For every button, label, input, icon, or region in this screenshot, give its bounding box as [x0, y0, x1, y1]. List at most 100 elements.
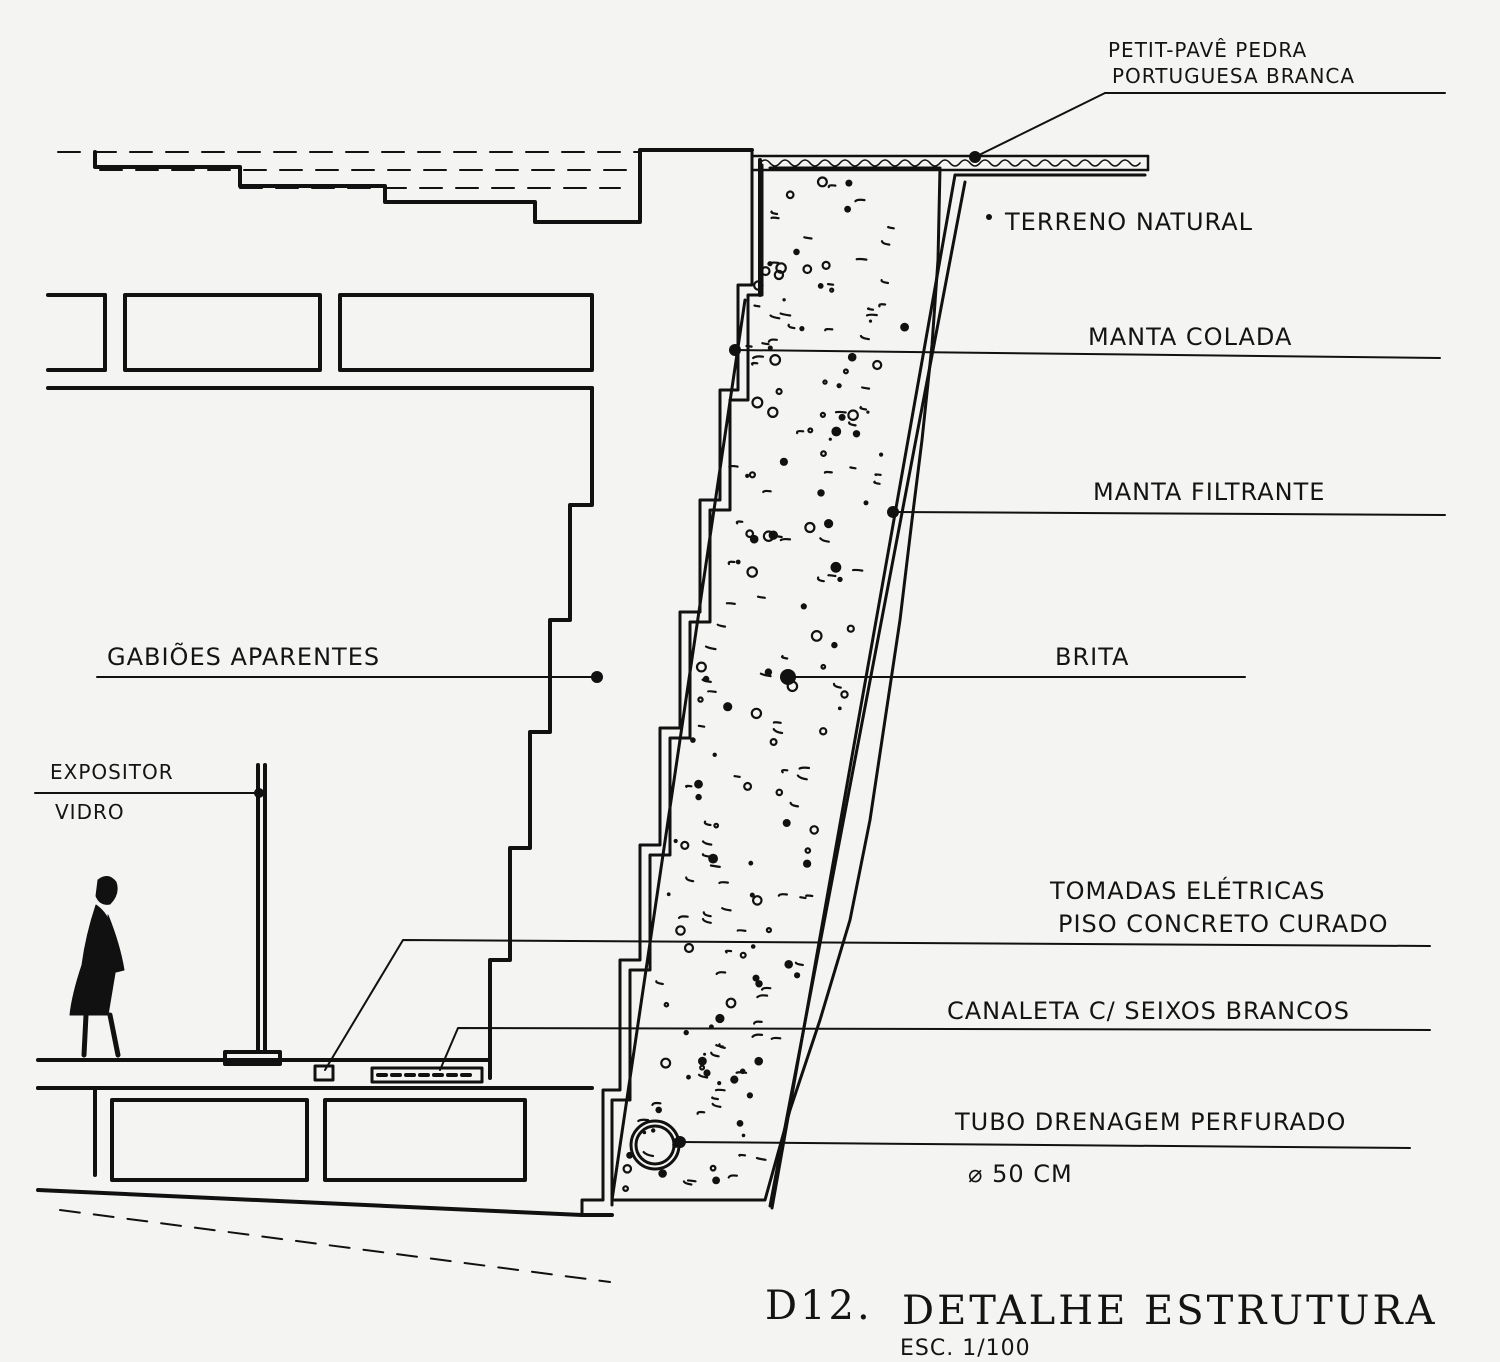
gravel-speck — [712, 1176, 720, 1185]
gravel-speck — [712, 752, 717, 757]
label-petit-pave-line1: PETIT-PAVÊ PEDRA — [1108, 38, 1308, 62]
gravel-speck — [701, 840, 713, 846]
gravel-speck — [698, 1056, 707, 1066]
gravel-speck — [849, 466, 857, 470]
gravel-speck — [695, 793, 702, 801]
gravel-speck — [782, 819, 791, 827]
gravel-speck — [803, 859, 812, 868]
gravel-speck — [802, 264, 813, 275]
gabion-wall — [488, 386, 594, 1080]
gravel-speck — [769, 737, 778, 746]
gravel-speck — [846, 624, 855, 633]
gravel-speck — [880, 279, 890, 285]
gravel-speck — [852, 430, 861, 438]
upper-slab — [46, 293, 594, 390]
gravel-speck — [697, 1073, 709, 1079]
gravel-speck — [683, 1029, 689, 1036]
gravel-speck — [703, 1052, 707, 1056]
gravel-speck — [725, 602, 736, 605]
gravel-speck — [800, 603, 807, 610]
gravel-speck — [660, 1057, 672, 1069]
gravel-speck — [761, 986, 772, 991]
gravel-speck — [727, 1174, 738, 1179]
gravel-speck — [735, 520, 744, 525]
label-diametro: ⌀ 50 CM — [968, 1160, 1073, 1188]
gravel-speck — [829, 287, 835, 293]
gravel-speck — [710, 1051, 720, 1058]
drainage-pipe — [629, 1119, 681, 1171]
gravel-speck — [764, 668, 773, 676]
gravel-speck — [775, 262, 787, 274]
gravel-speck — [745, 344, 753, 348]
gravel-speck — [755, 980, 763, 988]
gravel-speck — [701, 853, 711, 858]
gravel-speck — [735, 559, 741, 565]
fill-boundaries — [610, 166, 1147, 1210]
gravel-speck — [767, 406, 779, 418]
gravel-speck — [770, 210, 779, 216]
gravel-speck — [752, 355, 765, 360]
gravel-speck — [723, 702, 733, 712]
gravel-speck — [795, 429, 805, 435]
gravel-speck — [819, 537, 830, 543]
gravel-speck — [880, 240, 891, 246]
gravel-speck — [859, 334, 870, 341]
gravel-speck — [677, 915, 689, 919]
title-code: D12. — [765, 1283, 873, 1329]
gravel-speck — [824, 327, 834, 332]
gravel-speck — [716, 623, 727, 628]
gravel-speck — [666, 892, 671, 897]
gravel-speck — [779, 457, 789, 466]
upper-ground-profile — [93, 148, 762, 297]
gravel-speck — [868, 319, 873, 323]
gravel-speck — [686, 1074, 691, 1080]
gravel-speck — [735, 1071, 748, 1074]
gravel-speck — [828, 437, 832, 441]
gravel-speck — [709, 864, 721, 868]
gravel-speck — [855, 257, 868, 261]
label-manta-colada: MANTA COLADA — [1088, 323, 1293, 351]
gravel-speck — [819, 411, 827, 418]
gravel-speck — [873, 480, 881, 485]
gravel-speck — [834, 410, 847, 414]
gravel-speck — [865, 313, 878, 317]
gravel-speck — [837, 706, 842, 711]
gravel-speck — [728, 465, 739, 468]
gravel-speck — [684, 784, 693, 788]
gravel-speck — [718, 881, 729, 885]
gravel-speck — [753, 280, 764, 291]
gravel-speck — [794, 961, 804, 967]
gravel-speck — [655, 1106, 662, 1114]
gravel-speck — [859, 406, 868, 411]
gravel-speck — [724, 949, 733, 954]
lower-slab — [36, 1058, 614, 1217]
gravel-speck — [760, 266, 771, 277]
gravel-speck — [809, 825, 820, 835]
label-canaleta: CANALETA C/ SEIXOS BRANCOS — [947, 997, 1350, 1025]
gravel-speck — [739, 951, 747, 959]
leader-dots — [254, 151, 992, 1148]
gravel-speck — [820, 663, 827, 670]
gravel-speck — [861, 386, 871, 390]
gravel-speck — [847, 409, 859, 421]
gravel-speck — [765, 926, 773, 934]
gravel-speck — [817, 283, 824, 289]
gravel-speck — [775, 387, 783, 396]
gravel-speck — [773, 269, 785, 281]
gravel-speck — [748, 471, 757, 479]
gravel-speck — [819, 727, 828, 736]
gravel-speck — [789, 801, 800, 808]
gravel-speck — [682, 1180, 693, 1186]
gravel-speck — [799, 326, 805, 332]
gravel-speck — [832, 682, 842, 689]
label-terreno-natural: TERRENO NATURAL — [1005, 208, 1254, 236]
gravel-speck — [685, 876, 695, 883]
label-brita: BRITA — [1055, 643, 1130, 671]
gravel-speck — [840, 690, 849, 699]
gravel-speck — [798, 766, 811, 770]
gravel-speck — [787, 323, 796, 330]
gravel-speck — [807, 427, 814, 434]
gravel-speck — [733, 775, 741, 778]
gravel-speck — [714, 1088, 726, 1092]
